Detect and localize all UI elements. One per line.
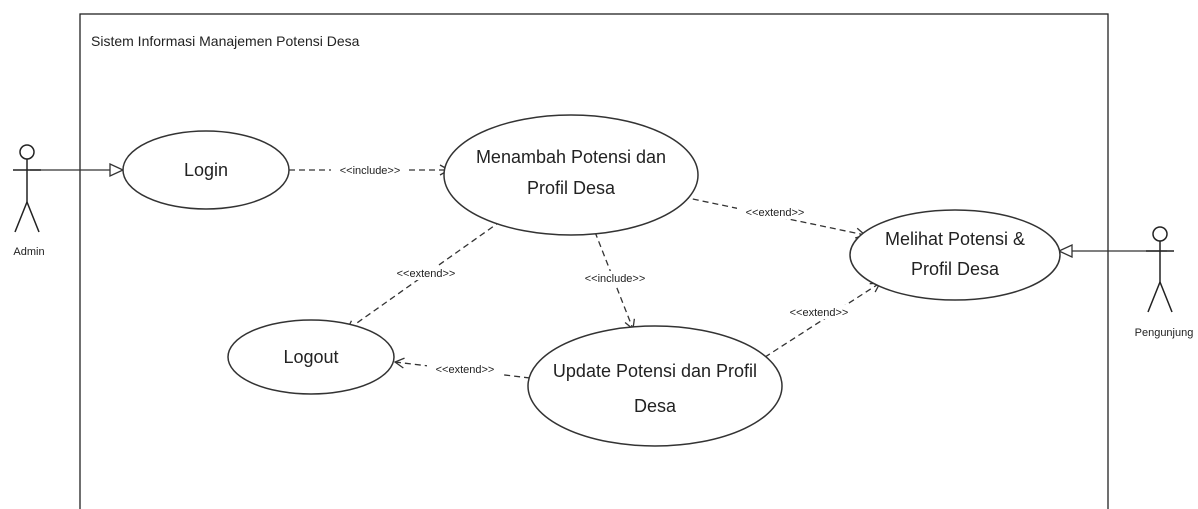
svg-text:<<extend>>: <<extend>> (436, 364, 495, 376)
actor-pengunjung-label: Pengunjung (1135, 327, 1194, 339)
label-extend-update-logout: <<extend>> (427, 362, 503, 376)
stick-figure-icon (13, 144, 41, 233)
use-case-menambah-potensi: Menambah Potensi dan Profil Desa (443, 114, 699, 236)
use-case-logout: Logout (227, 319, 395, 395)
svg-text:<<extend>>: <<extend>> (746, 207, 805, 219)
svg-text:Melihat Potensi &: Melihat Potensi & (885, 229, 1025, 249)
svg-text:Update Potensi dan Profil: Update Potensi dan Profil (553, 361, 757, 381)
actor-admin: Admin (13, 144, 45, 258)
svg-text:Login: Login (184, 160, 228, 180)
label-extend-menambah-melihat: <<extend>> (737, 205, 813, 219)
svg-text:<<extend>>: <<extend>> (397, 268, 456, 280)
extend-line-update-melihat (747, 282, 882, 369)
label-include-login-menambah: <<include>> (331, 162, 409, 177)
svg-text:<<include>>: <<include>> (340, 165, 401, 177)
svg-text:Menambah Potensi dan: Menambah Potensi dan (476, 147, 666, 167)
actor-pengunjung: Pengunjung (1135, 226, 1194, 339)
use-case-login: Login (122, 130, 290, 210)
label-extend-update-melihat: <<extend>> (781, 305, 857, 319)
svg-text:<<extend>>: <<extend>> (790, 307, 849, 319)
svg-text:Logout: Logout (283, 347, 338, 367)
svg-text:Profil Desa: Profil Desa (911, 259, 1000, 279)
svg-text:Desa: Desa (634, 396, 677, 416)
use-case-melihat-potensi: Melihat Potensi & Profil Desa (849, 209, 1061, 301)
extend-line-update-logout (393, 357, 531, 379)
label-include-menambah-update: <<include>> (578, 271, 652, 285)
label-extend-menambah-logout: <<extend>> (388, 266, 464, 280)
use-case-update-potensi: Update Potensi dan Profil Desa (527, 325, 783, 447)
svg-text:Profil Desa: Profil Desa (527, 178, 616, 198)
system-title: Sistem Informasi Manajemen Potensi Desa (91, 33, 360, 49)
stick-figure-icon (1146, 226, 1174, 313)
svg-text:<<include>>: <<include>> (585, 273, 646, 285)
actor-admin-label: Admin (13, 246, 44, 258)
